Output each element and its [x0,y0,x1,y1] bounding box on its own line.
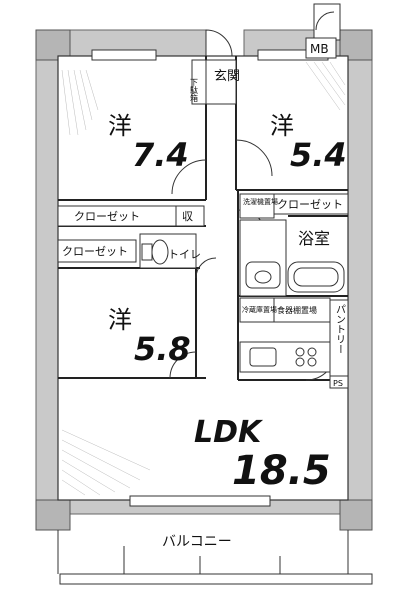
toilet-label: トイレ [168,248,201,261]
room-western3-size: 5.8 [134,330,191,368]
room-ldk-size: 18.5 [232,448,331,494]
pantry-label: パントリー [334,304,346,354]
bathroom-label: 浴室 [298,229,330,248]
shoe-storage-label: 下駄箱 [190,78,199,103]
mb-label: MB [310,42,329,56]
room-western1-kanji: 洋 [108,112,132,140]
dish-shelf-label: 食器棚置場 [277,305,317,315]
room-western2-size: 5.4 [290,136,347,174]
storage-label: 収 [182,210,193,223]
room-western1-size: 7.4 [132,136,189,174]
entrance-label: 玄関 [214,69,240,84]
washer-label: 洗濯機置場 [243,197,278,206]
room-ldk-name: LDK [194,415,264,450]
balcony-label: バルコニー [162,534,232,550]
room-western2-kanji: 洋 [270,112,294,140]
fridge-label: 冷蔵庫置場 [242,305,277,314]
closet-outlines [57,193,349,389]
closet1-label: クローゼット [74,210,140,223]
room-western3-kanji: 洋 [108,306,132,334]
ps-label: PS [333,379,343,388]
balcony-railing [57,530,373,585]
closet3-label: クローゼット [277,198,343,211]
hatching [61,61,346,496]
closet2-label: クローゼット [62,245,128,258]
